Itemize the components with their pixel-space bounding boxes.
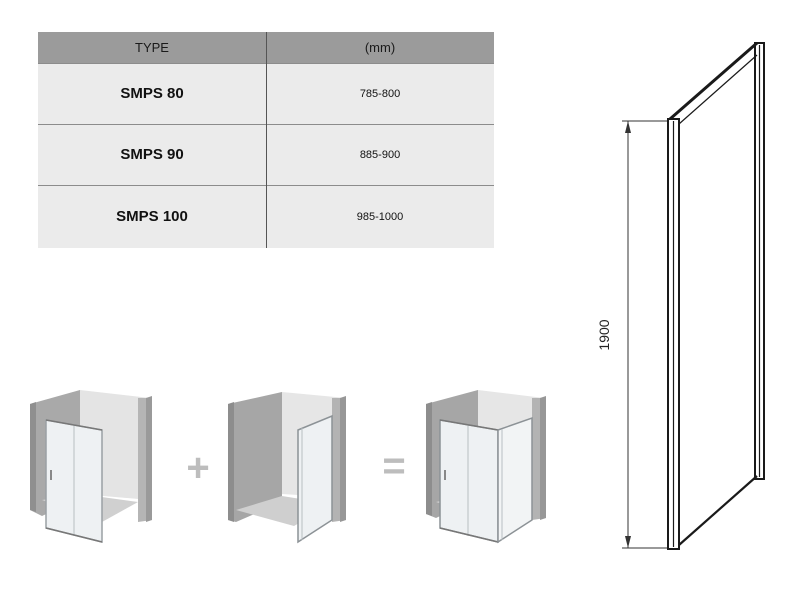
row-size: 985-1000: [356, 211, 404, 223]
combined-enclosure-illustration: [426, 390, 546, 544]
column-divider: [266, 32, 267, 248]
side-panel-illustration: [228, 392, 346, 544]
side-panel-outline: [667, 41, 765, 550]
plus-symbol: +: [186, 446, 210, 490]
height-label: 1900: [596, 319, 612, 351]
header-size: (mm): [364, 40, 396, 55]
row-size: 885-900: [359, 149, 401, 161]
row-type: SMPS 90: [120, 146, 184, 163]
row-type: SMPS 100: [116, 208, 188, 225]
equals-symbol: =: [382, 444, 406, 488]
row-size: 785-800: [359, 88, 401, 100]
row-type: SMPS 80: [120, 85, 184, 102]
height-dimension-line: [622, 120, 668, 549]
header-type: TYPE: [135, 40, 169, 55]
spec-table: TYPE (mm) SMPS 80 785-800 SMPS 90 885-90…: [38, 32, 494, 248]
door-enclosure-illustration: [30, 390, 152, 543]
